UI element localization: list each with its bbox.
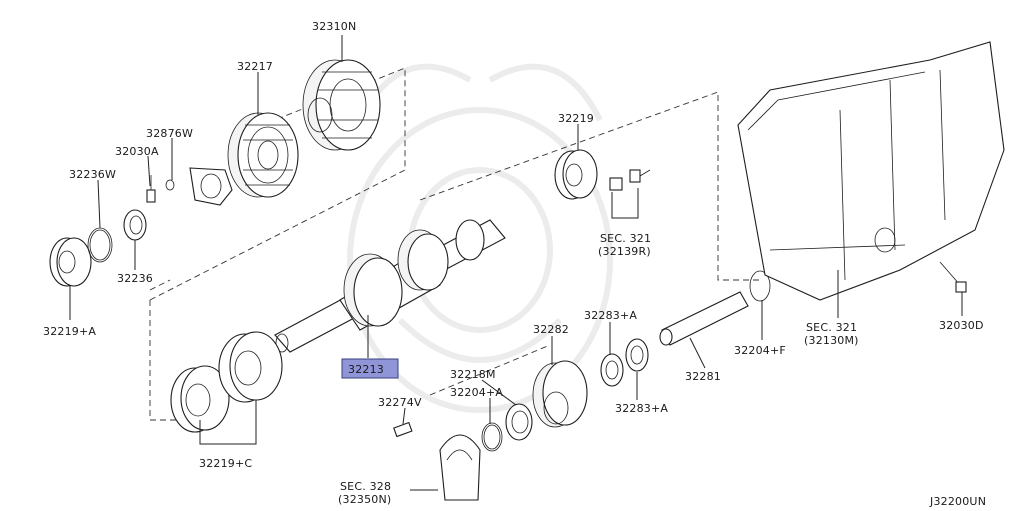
callout-32281[interactable]: 32281 [685,370,721,383]
main-shaft-32213 [274,219,506,353]
callout-32236[interactable]: 32236 [117,272,153,285]
callout-32236W[interactable]: 32236W [69,168,116,181]
clip-sec321 [609,169,651,191]
needle-bearing-32283A-1 [600,353,624,387]
callout-32283A-bot[interactable]: 32283+A [615,402,668,415]
gear-32282 [532,360,588,428]
callout-32876W[interactable]: 32876W [146,127,193,140]
ring-32218M [505,403,533,441]
bearing-32219 [554,149,598,200]
callout-32213[interactable]: 32213 [348,363,384,376]
shaft-32281 [659,291,749,346]
callout-32283A-top[interactable]: 32283+A [584,309,637,322]
ring-32204A [481,422,503,452]
bearing-32219A [49,237,92,287]
assembly-outline-right [419,91,760,396]
snap-ring-32204F [749,270,771,302]
callout-sec321-a[interactable]: SEC. 321 [600,232,651,245]
gear-32310N [302,59,381,151]
needle-bearing-32283A-2 [625,338,649,372]
callout-32219[interactable]: 32219 [558,112,594,125]
callout-32030A[interactable]: 32030A [115,145,159,158]
snap-ring-32236W [87,227,113,263]
diagram-code: J32200UN [929,495,986,508]
callout-sec328[interactable]: SEC. 328 [340,480,391,493]
watermark-emblem [347,63,613,413]
callout-32274V[interactable]: 32274V [378,396,422,409]
callout-32139R[interactable]: (32139R) [598,245,651,258]
callout-32310N[interactable]: 32310N [312,20,356,33]
transmission-case [737,41,1005,301]
callout-32219C[interactable]: 32219+C [199,457,252,470]
bolt-32030D [939,261,967,293]
callout-32204F[interactable]: 32204+F [734,344,786,357]
callout-32218M[interactable]: 32218M [450,368,496,381]
callout-32130M[interactable]: (32130M) [804,334,859,347]
retainer-plate [189,167,233,206]
callout-32282[interactable]: 32282 [533,323,569,336]
gear-32217 [227,112,299,198]
callout-sec321-b[interactable]: SEC. 321 [806,321,857,334]
callout-32030D[interactable]: 32030D [939,319,984,332]
bearing-32219C [170,331,283,433]
shift-fork-sec328 [439,434,481,501]
ring-32236 [123,209,147,241]
callout-labels: 32310N 32217 32876W 32030A 32236W 32236 … [43,20,986,508]
callout-32204A[interactable]: 32204+A [450,386,503,399]
leader-lines [69,35,963,491]
bolt-32030A [146,175,156,203]
pin-32274V [393,421,413,438]
callout-32350N[interactable]: (32350N) [338,493,391,506]
callout-32219A[interactable]: 32219+A [43,325,96,338]
callout-32217[interactable]: 32217 [237,60,273,73]
highlight-32213 [341,358,399,379]
washer-32876W [165,179,175,191]
